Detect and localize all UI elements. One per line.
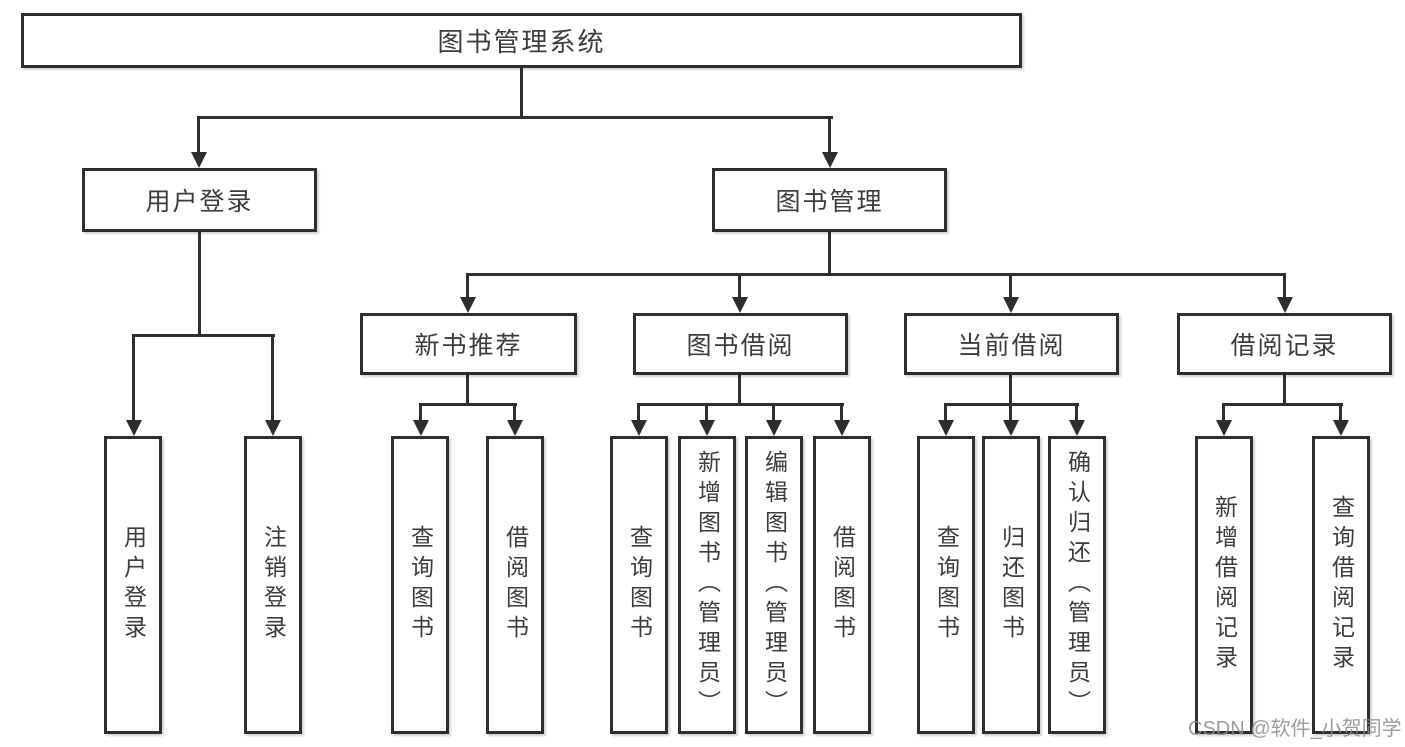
arrow-down-icon [265,420,281,436]
arrow-down-icon [413,420,429,436]
connector-line [271,334,274,422]
leaf-edit-book-admin: 编辑图书（管理员） [745,436,803,734]
connector-line [513,403,516,422]
connector-line [1075,403,1078,422]
leaf-borrow-books-borrowing: 借阅图书 [813,436,871,734]
connector-line [828,116,831,153]
connector-line [197,116,200,153]
arrow-down-icon [822,152,838,168]
connector-line [738,373,741,406]
connector-line [828,230,831,276]
arrow-down-icon [1069,420,1085,436]
connector-line [132,334,135,422]
node-current-borrowing: 当前借阅 [904,313,1119,375]
leaf-add-book-admin: 新增图书（管理员） [678,436,736,734]
connector-line [840,403,843,422]
node-book-borrowing: 图书借阅 [633,313,848,375]
connector-line [705,403,708,422]
connector-line [1009,273,1012,299]
connector-line [520,66,523,119]
arrow-down-icon [460,297,476,313]
arrow-down-icon [699,420,715,436]
leaf-logout: 注销登录 [244,436,302,734]
arrow-down-icon [1333,420,1349,436]
arrow-down-icon [1277,297,1293,313]
connector-line [466,373,469,406]
leaf-query-books-recommend: 查询图书 [391,436,449,734]
arrow-down-icon [1003,297,1019,313]
node-borrowing-records: 借阅记录 [1177,313,1392,375]
csdn-watermark: CSDN @软件_小贺同学 [1188,718,1402,740]
leaf-return-book: 归还图书 [982,436,1040,734]
connector-line [1009,403,1012,422]
connector-line [1009,373,1012,406]
connector-line [738,273,741,299]
connector-line [1222,403,1225,422]
node-book-management: 图书管理 [712,168,947,232]
leaf-add-borrow-record: 新增借阅记录 [1195,436,1253,734]
leaf-query-books-borrowing: 查询图书 [610,436,668,734]
leaf-query-books-current: 查询图书 [917,436,975,734]
node-library-management-system: 图书管理系统 [21,13,1022,68]
connector-line [197,116,833,119]
connector-line [466,273,469,299]
arrow-down-icon [732,297,748,313]
connector-line [419,403,422,422]
leaf-confirm-return-admin: 确认归还（管理员） [1048,436,1106,734]
connector-line [637,403,844,406]
arrow-down-icon [631,420,647,436]
connector-line [944,403,947,422]
arrow-down-icon [126,420,142,436]
arrow-down-icon [834,420,850,436]
connector-line [466,273,1286,276]
connector-line [1283,273,1286,299]
connector-line [1283,373,1286,406]
arrow-down-icon [1003,420,1019,436]
connector-line [1222,403,1343,406]
connector-line [1339,403,1342,422]
node-user-login: 用户登录 [82,168,317,232]
arrow-down-icon [766,420,782,436]
leaf-query-borrow-record: 查询借阅记录 [1312,436,1370,734]
connector-line [198,230,201,336]
arrow-down-icon [1216,420,1232,436]
arrow-down-icon [938,420,954,436]
leaf-user-login: 用户登录 [104,436,162,734]
leaf-borrow-books-recommend: 借阅图书 [486,436,544,734]
node-new-book-recommendation: 新书推荐 [360,313,577,375]
arrow-down-icon [191,152,207,168]
connector-line [772,403,775,422]
arrow-down-icon [507,420,523,436]
connector-line [637,403,640,422]
connector-line [132,334,275,337]
connector-line [419,403,517,406]
